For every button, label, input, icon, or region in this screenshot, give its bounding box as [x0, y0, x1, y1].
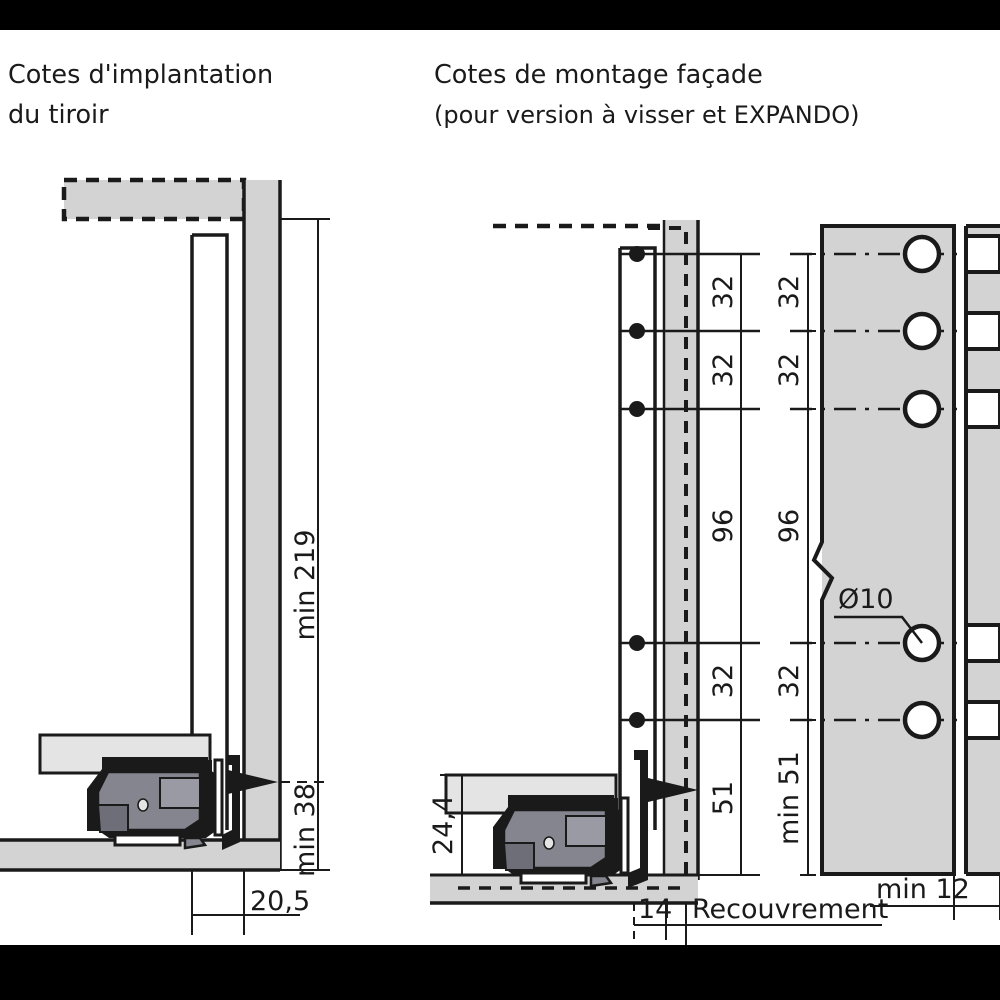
- chain-inner-label-4: 32: [708, 664, 739, 698]
- right-strip-notch-4: [964, 623, 1000, 663]
- diameter-leader-line: [834, 615, 923, 644]
- left-title-line2: du tiroir: [8, 100, 109, 130]
- mech-side-fix-left: [222, 755, 240, 850]
- dim244-label: 24,4: [428, 795, 459, 855]
- hole-dot-3: [629, 401, 645, 417]
- dim14-label: 14: [638, 894, 672, 925]
- top-black-band: [0, 0, 1000, 30]
- middle-dimension-chain: 32 32 96 32 51: [698, 253, 760, 876]
- right-hole-group: [790, 234, 1000, 740]
- right-front-face-outline: [811, 224, 956, 876]
- left-arrow-marker: [228, 770, 278, 794]
- right-hole-1: [902, 234, 942, 274]
- chain-outer-label-4: 32: [774, 664, 805, 698]
- middle-panel-drawing: 32 32 96 32 51 24,4 14 Recouvrement: [428, 220, 888, 945]
- mech-clip-mid: [611, 798, 618, 816]
- middle-runner-mechanism: [493, 750, 648, 888]
- middle-arrow-marker: [648, 778, 698, 802]
- right-strip-notch-2: [964, 311, 1000, 351]
- mech-pivot-left: [137, 798, 149, 812]
- left-panel-drawing: min 219 min 38 20,5: [0, 177, 330, 935]
- mech-rail-mid: [519, 871, 588, 885]
- chain-inner-label-5: 51: [708, 781, 739, 815]
- mech-roller-left: [183, 836, 208, 850]
- mech-clip-left: [205, 760, 212, 778]
- technical-drawing-svg: Cotes d'implantation du tiroir Cotes de …: [0, 60, 1000, 945]
- left-cabinet-side-fill: [244, 180, 280, 870]
- left-runner-mechanism: [87, 755, 240, 850]
- chain-outer-label-1: 32: [774, 275, 805, 309]
- hole-dot-4: [629, 635, 645, 651]
- chain-inner-label-3: 96: [708, 509, 739, 543]
- right-strip-notch-1: [964, 234, 1000, 274]
- middle-title-line2: (pour version à visser et EXPANDO): [434, 101, 859, 129]
- right-dimension-chain: 32 32 96 32 min 51: [774, 253, 816, 876]
- drawing-sheet: Cotes d'implantation du tiroir Cotes de …: [0, 30, 1000, 945]
- right-panel-drawing: 32 32 96 32 min 51: [774, 224, 1000, 920]
- left-dim38-label: min 38: [290, 783, 321, 877]
- mech-bracket-left: [213, 758, 224, 837]
- middle-front-panel-fill: [664, 220, 698, 880]
- chain-outer-label-2: 32: [774, 353, 805, 387]
- mech-inner-plate-left: [159, 777, 201, 809]
- chain-outer-label-5: min 51: [774, 751, 805, 845]
- hole-dot-2: [629, 323, 645, 339]
- mech-rail-left: [113, 833, 182, 847]
- mech-roller-mid: [589, 874, 614, 888]
- left-drawer-back-profile: [190, 233, 229, 830]
- right-hole-5: [902, 700, 942, 740]
- diameter-callout-label: Ø10: [838, 584, 894, 615]
- mech-side-fix-mid: [628, 750, 648, 888]
- hole-dot-1: [629, 246, 645, 262]
- left-top-shelf-fill: [64, 180, 244, 219]
- recouvrement-label: Recouvrement: [692, 894, 888, 925]
- chain-inner-label-2: 32: [708, 353, 739, 387]
- left-dim219-label: min 219: [290, 529, 321, 640]
- right-strip-notch-3: [964, 389, 1000, 429]
- right-hole-2: [902, 311, 942, 351]
- mech-lower-block-left: [96, 804, 129, 833]
- hole-dot-5: [629, 712, 645, 728]
- left-title-line1: Cotes d'implantation: [8, 60, 273, 90]
- min12-label: min 12: [876, 874, 970, 905]
- right-hole-3: [902, 389, 942, 429]
- left-dim205-label: 20,5: [250, 886, 310, 917]
- mech-pivot-mid: [543, 836, 555, 850]
- middle-drawer-back-profile: [618, 246, 657, 830]
- chain-outer-label-3: 96: [774, 509, 805, 543]
- middle-title-line1: Cotes de montage façade: [434, 60, 763, 90]
- mech-lower-block-mid: [502, 842, 535, 871]
- right-strip-notch-5: [964, 700, 1000, 740]
- mech-inner-plate-mid: [565, 815, 607, 847]
- bottom-black-band: [0, 945, 1000, 1000]
- chain-inner-label-1: 32: [708, 275, 739, 309]
- mech-bracket-mid: [619, 796, 630, 875]
